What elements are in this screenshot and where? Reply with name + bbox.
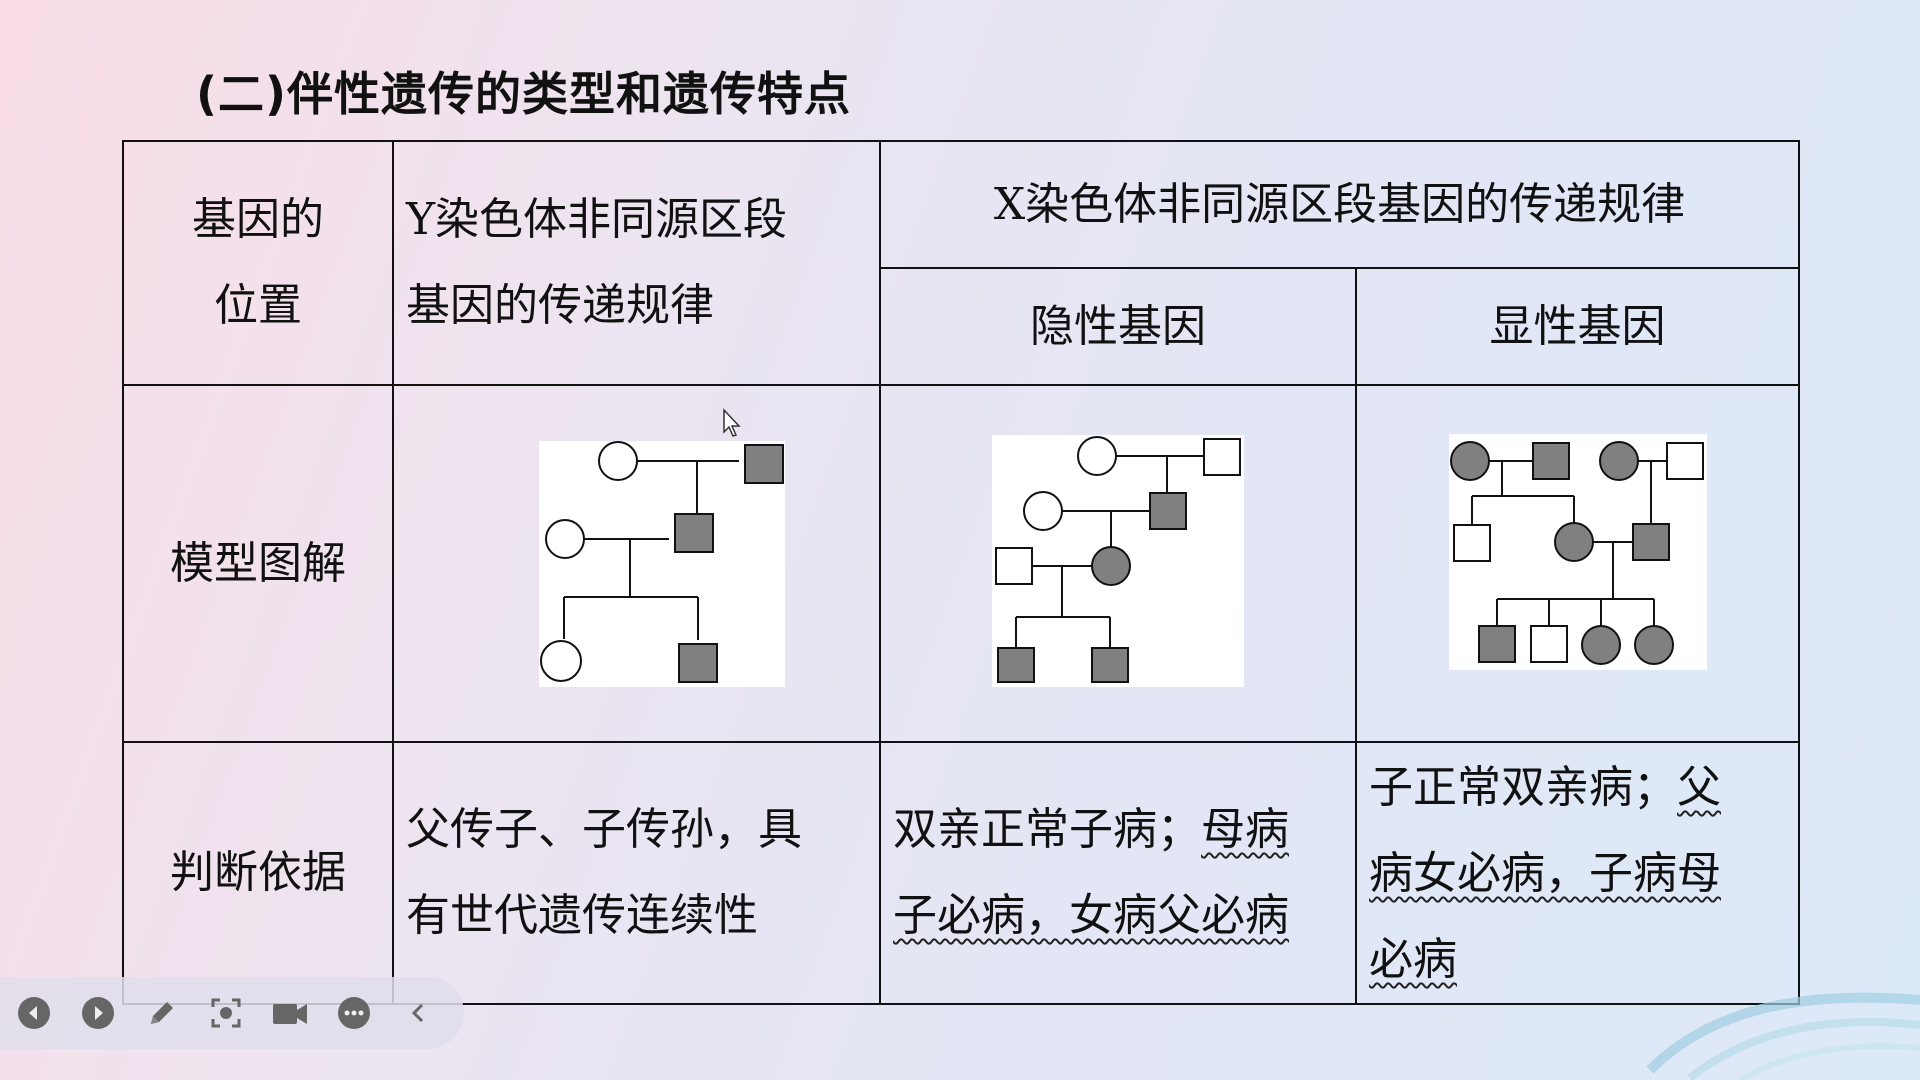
y-basis-line2: 有世代遗传连续性 (406, 890, 758, 941)
y-pedigree-cell (392, 384, 881, 743)
recessive-basis-plain: 双亲正常子病； (893, 804, 1201, 855)
recessive-basis-wavy2: 子必病，女病父必病 (893, 890, 1289, 941)
dominant-basis-line2: 病女必病，子病母 (1369, 831, 1798, 917)
wave-decoration (1646, 992, 1920, 1080)
dominant-basis-line1: 子正常双亲病；父 (1369, 745, 1798, 831)
more-button[interactable] (334, 993, 374, 1033)
header-gene-position-line2: 位置 (214, 280, 302, 331)
dominant-basis-wavy2: 病女必病，子病母 (1369, 848, 1721, 899)
dominant-basis-plain: 子正常双亲病； (1369, 762, 1677, 813)
y-basis-cell: 父传子、子传孙，具 有世代遗传连续性 (392, 741, 881, 1005)
collapse-icon (411, 1003, 424, 1023)
header-y-rule-line1: Y染色体非同源区段 (406, 194, 788, 245)
x-recessive-pedigree (992, 434, 1244, 687)
next-button[interactable] (78, 993, 118, 1033)
header-y-rule: Y染色体非同源区段 基因的传递规律 (392, 140, 881, 386)
presentation-toolbar (0, 977, 464, 1049)
y-basis-line1: 父传子、子传孙，具 (406, 804, 802, 855)
y-linked-pedigree (538, 440, 785, 687)
x-dominant-pedigree (1448, 433, 1707, 670)
previous-icon (18, 997, 50, 1029)
recessive-basis-wavy1: 母病 (1201, 804, 1289, 855)
camera-icon (273, 1004, 307, 1024)
screenshot-button[interactable] (206, 993, 246, 1033)
screenshot-icon (211, 998, 241, 1028)
dominant-basis-wavy3: 必病 (1369, 934, 1457, 985)
collapse-button[interactable] (398, 993, 438, 1033)
slide-title: (二)伴性遗传的类型和遗传特点 (196, 67, 852, 121)
dominant-basis-wavy1: 父 (1677, 762, 1721, 813)
recessive-basis-cell: 双亲正常子病；母病 子必病，女病父必病 (879, 741, 1357, 1005)
dominant-basis-cell: 子正常双亲病；父 病女必病，子病母 必病 (1354, 741, 1801, 1005)
recessive-basis-line1: 双亲正常子病；母病 (893, 787, 1355, 873)
header-y-rule-line2: 基因的传递规律 (406, 280, 714, 331)
header-x-rule: X染色体非同源区段基因的传递规律 (878, 140, 1801, 269)
header-gene-position: 基因的 位置 (122, 140, 394, 386)
pen-icon (151, 1002, 173, 1024)
row-label-model: 模型图解 (122, 384, 394, 743)
dominant-basis-line3: 必病 (1369, 917, 1798, 1003)
header-recessive: 隐性基因 (879, 267, 1357, 386)
pen-button[interactable] (142, 993, 182, 1033)
header-gene-position-line1: 基因的 (192, 194, 324, 245)
header-dominant: 显性基因 (1354, 267, 1801, 386)
next-icon (82, 997, 114, 1029)
previous-button[interactable] (14, 993, 54, 1033)
inheritance-table: 基因的 位置 Y染色体非同源区段 基因的传递规律 X染色体非同源区段基因的传递规… (122, 140, 1801, 1005)
recessive-basis-line2: 子必病，女病父必病 (893, 873, 1355, 959)
camera-button[interactable] (270, 993, 310, 1033)
more-icon (338, 997, 370, 1029)
mouse-pointer-icon (723, 408, 741, 437)
x-recessive-pedigree-cell (879, 384, 1357, 743)
row-label-basis: 判断依据 (122, 741, 394, 1005)
x-dominant-pedigree-cell (1354, 384, 1801, 743)
